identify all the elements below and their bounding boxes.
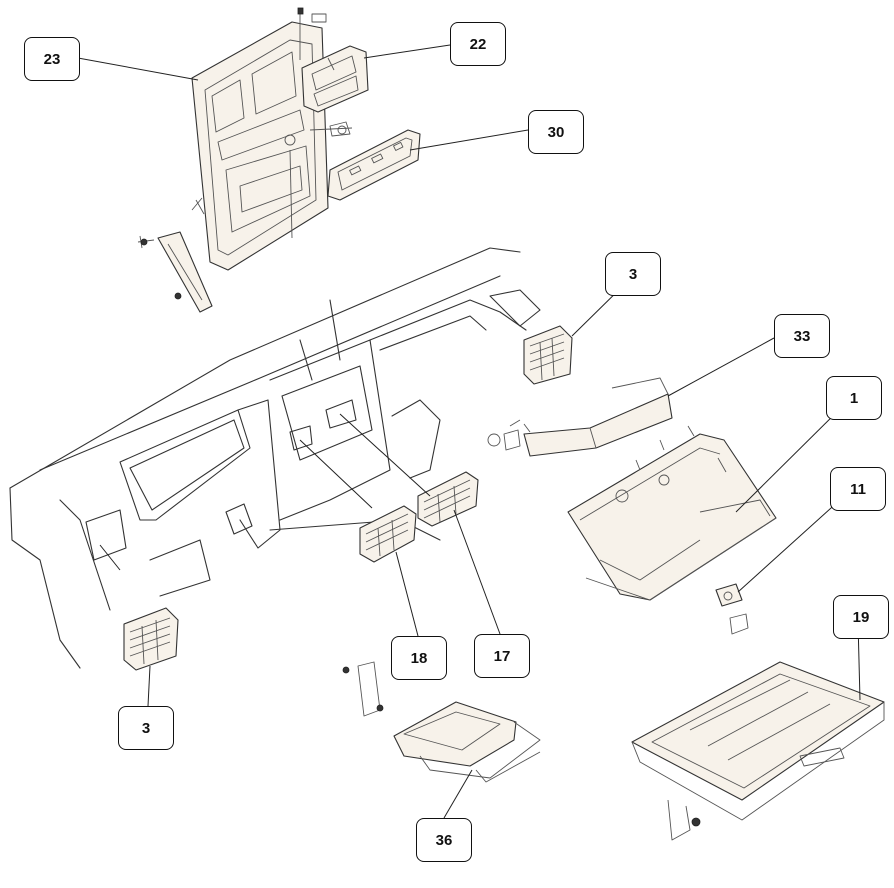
vent-center-left-part — [359, 505, 417, 563]
lower-tray-part — [631, 661, 885, 841]
callout-22: 22 — [450, 22, 506, 66]
callout-3-upper: 3 — [605, 252, 661, 296]
vent-lower-left-part — [123, 607, 179, 671]
callout-19: 19 — [833, 595, 889, 639]
callout-1: 1 — [826, 376, 882, 420]
callout-11: 11 — [830, 467, 886, 511]
vent-upper-right-part — [523, 325, 573, 385]
callout-36: 36 — [416, 818, 472, 862]
callout-18: 18 — [391, 636, 447, 680]
callout-30: 30 — [528, 110, 584, 154]
side-cover-part — [137, 197, 213, 313]
glovebox-lock-part — [715, 583, 749, 635]
vent-center-right-part — [417, 471, 479, 527]
heater-control-panel-part — [327, 129, 421, 201]
callout-3-lower: 3 — [118, 706, 174, 750]
center-bezel-part — [191, 7, 353, 271]
callout-17: 17 — [474, 634, 530, 678]
ashtray-part — [342, 661, 541, 783]
glove-box-part — [567, 425, 777, 601]
dashboard-body — [9, 247, 541, 669]
callout-33: 33 — [774, 314, 830, 358]
air-duct-part — [487, 377, 673, 457]
callout-23: 23 — [24, 37, 80, 81]
radio-bezel-part — [301, 45, 369, 113]
